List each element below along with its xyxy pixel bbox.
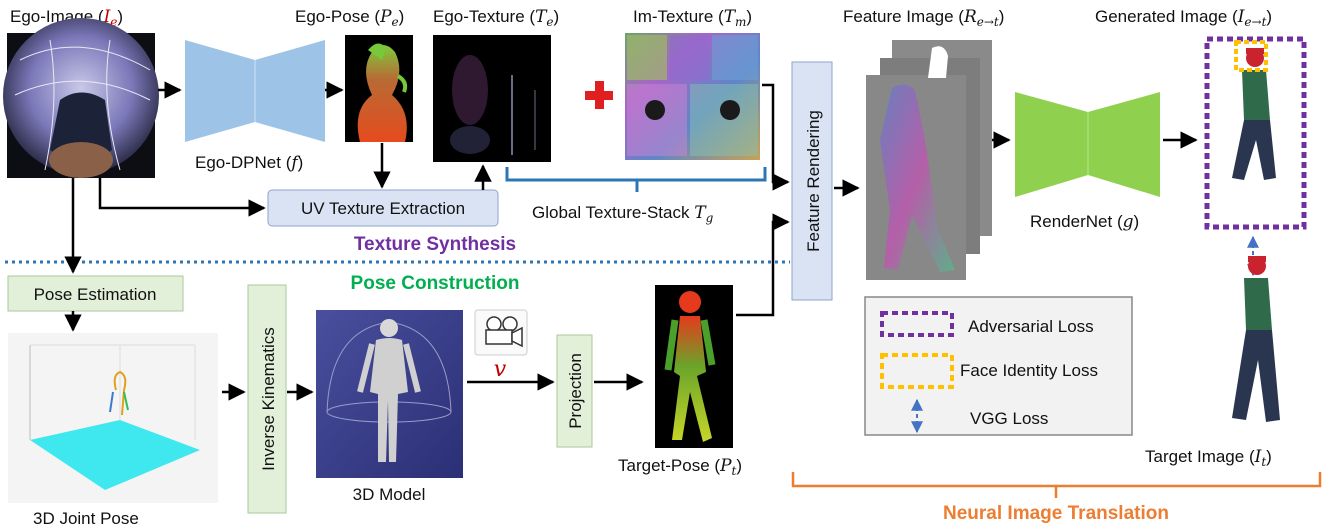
ego-pose-image	[345, 35, 413, 142]
feature-rendering-label: Feature Rendering	[804, 110, 823, 252]
uv-texture-extraction-box: UV Texture Extraction	[267, 189, 499, 227]
target-pose-image	[655, 285, 733, 448]
im-texture-image	[625, 33, 760, 160]
pose-estimation-label: Pose Estimation	[34, 285, 157, 304]
uv-texture-extraction-label: UV Texture Extraction	[301, 199, 465, 218]
rendernet-label: RenderNet (g)	[1030, 212, 1139, 232]
global-texture-stack-label: Global Texture-Stack Tg	[532, 203, 714, 225]
ego-dpnet-label: Ego-DPNet (f)	[195, 153, 303, 173]
texture-stack-bracket	[505, 167, 767, 192]
face-box-overlay	[1234, 40, 1268, 72]
pose-estimation-box: Pose Estimation	[7, 275, 184, 312]
face-identity-loss-swatch	[880, 353, 954, 389]
ego-texture-label: Ego-Texture (Te)	[433, 7, 559, 29]
neural-image-translation-heading: Neural Image Translation	[943, 503, 1169, 524]
feature-rendering-box: Feature Rendering	[791, 61, 833, 301]
target-image	[1232, 256, 1280, 422]
joint-pose-3d-plot	[8, 333, 218, 503]
im-texture-label: Im-Texture (Tm)	[633, 7, 752, 29]
target-pose-label: Target-Pose (Pt)	[618, 456, 742, 478]
generated-image	[1204, 36, 1307, 230]
pose-construction-heading: Pose Construction	[351, 273, 520, 294]
ego-dpnet-network	[185, 40, 325, 142]
arrow-ego-to-uv	[98, 178, 266, 217]
vgg-loss-label: VGG Loss	[970, 409, 1048, 428]
feature-image-label: Feature Image (Re→t)	[843, 7, 1004, 29]
ego-image-photo	[3, 18, 159, 178]
neural-translation-bracket	[791, 472, 1322, 498]
adversarial-loss-swatch	[880, 311, 954, 337]
viewpoint-symbol: v	[494, 357, 507, 382]
loss-legend: Adversarial Loss Face Identity Loss VGG …	[864, 296, 1133, 436]
plus-icon	[585, 81, 613, 109]
inverse-kinematics-label: Inverse Kinematics	[259, 327, 278, 471]
ego-image-symbol: I	[103, 7, 111, 27]
rendernet-network	[1015, 92, 1160, 197]
face-identity-loss-label: Face Identity Loss	[960, 361, 1098, 380]
ego-texture-image	[433, 35, 551, 162]
projection-box: Projection	[556, 334, 593, 448]
projection-label: Projection	[566, 353, 585, 429]
adversarial-box-overlay	[1204, 36, 1307, 230]
generated-image-label: Generated Image (Ie→t)	[1095, 7, 1272, 29]
arrow-texture-to-rendering	[762, 83, 790, 191]
ego-pose-label: Ego-Pose (Pe)	[295, 7, 404, 29]
camera-icon	[474, 309, 528, 356]
feature-image-stack	[866, 40, 992, 280]
joint-pose-3d-label: 3D Joint Pose	[33, 509, 139, 525]
arrow-target-pose-to-rendering	[736, 213, 790, 317]
texture-synthesis-heading: Texture Synthesis	[354, 234, 516, 255]
inverse-kinematics-box: Inverse Kinematics	[247, 284, 287, 514]
model-3d-label: 3D Model	[353, 485, 426, 504]
adversarial-loss-label: Adversarial Loss	[968, 317, 1094, 336]
target-image-label: Target Image (It)	[1145, 447, 1272, 469]
model-3d-render	[316, 310, 463, 478]
